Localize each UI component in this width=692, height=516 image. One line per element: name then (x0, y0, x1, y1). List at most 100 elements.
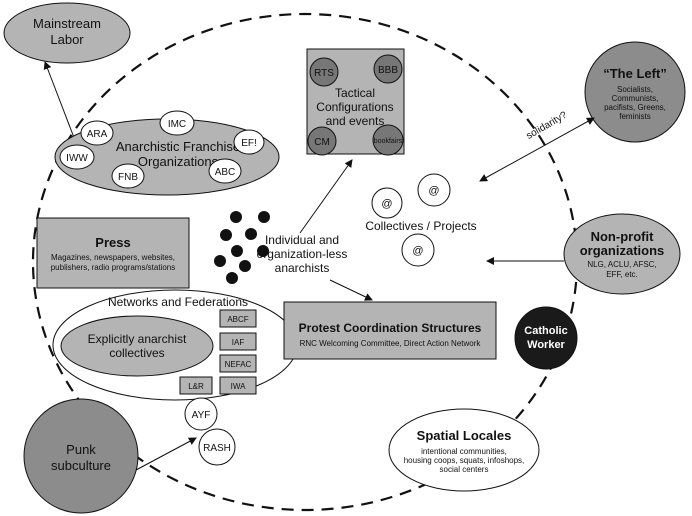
individual-label-1: Individual and (265, 233, 339, 247)
franchise-group: Anarchistic Franchise Organizations ARA … (54, 110, 280, 196)
tactical-item-rts: RTS (314, 68, 334, 79)
explicit-collectives-line1: Explicitly anarchist (88, 332, 187, 346)
press-sub-1: Magazines, newspapers, websites, (51, 253, 175, 262)
individual-dot (257, 245, 269, 257)
non-profit-title-2: organizations (580, 243, 665, 258)
the-left-sub-1: Socialists, (617, 85, 653, 94)
tactical-item-bookfairs-circle (372, 124, 404, 156)
protest-title: Protest Coordination Structures (299, 321, 482, 335)
the-left-sub-3: pacifists, Greens, (604, 103, 666, 112)
tactical-title-line3: and events (326, 114, 385, 128)
tactical-item-cm-circle (307, 126, 337, 156)
franchise-title-line1: Anarchistic Franchise (116, 139, 240, 154)
tactical-item-bookfairs: bookfairs (374, 138, 403, 145)
non-profit-title-1: Non-profit (591, 229, 654, 244)
solidarity-arrow (479, 117, 595, 182)
tactical-group: RTS BBB Tactical Configurations and even… (306, 48, 405, 156)
franchise-item-iww: IWW (59, 144, 95, 170)
punk-line2: subculture (51, 458, 111, 473)
tactical-item-cm: CM (314, 137, 330, 148)
collectives-label: Collectives / Projects (365, 219, 476, 233)
franchise-item-ef-label: EF! (241, 138, 257, 149)
network-item-abcf-label: ABCF (227, 315, 248, 324)
catholic-worker-node: Catholic Worker (514, 306, 578, 370)
collective-symbol-1: @ (381, 198, 392, 210)
network-item-iwa: IWA (219, 376, 257, 395)
youth-item-rash: RASH (198, 428, 236, 466)
franchise-item-abc: ABC (208, 158, 242, 184)
franchise-title-line2: Organizations (138, 154, 219, 169)
mainstream-labor-line2: Labor (50, 32, 84, 47)
individual-label-3: anarchists (275, 261, 330, 275)
individual-dot (214, 255, 226, 267)
collective-circle-3 (401, 233, 435, 267)
franchise-item-imc: IMC (159, 110, 195, 136)
collective-circle-2 (417, 173, 451, 207)
franchise-item-ef: EF! (233, 129, 265, 155)
mainstream-labor-line1: Mainstream (33, 16, 101, 31)
spatial-locales-sub-2: housing coops, squats, infoshops, (404, 456, 525, 465)
tactical-item-rts-circle (309, 57, 339, 87)
youth-item-rash-label: RASH (203, 443, 231, 454)
spatial-locales-sub-1: intentional communities, (421, 447, 507, 456)
franchise-item-abc-label: ABC (215, 167, 236, 178)
non-profit-node: Non-profit organizations NLG, ACLU, AFSC… (563, 213, 681, 295)
explicit-collectives-line2: collectives (109, 346, 164, 360)
labor-iww-arrow (43, 61, 80, 149)
network-item-lr: L&R (179, 376, 213, 395)
punk-node: Punk subculture (23, 398, 139, 514)
protest-sub: RNC Welcoming Committee, Direct Action N… (300, 339, 482, 348)
non-profit-sub-2: EFF, etc. (606, 270, 638, 279)
press-box: Press Magazines, newspapers, websites, p… (36, 217, 190, 289)
franchise-item-fnb-label: FNB (118, 172, 138, 183)
network-item-nefac-label: NEFAC (225, 360, 252, 369)
the-left-sub-4: feminists (619, 112, 651, 121)
franchise-item-ara-label: ARA (87, 129, 108, 140)
network-item-iaf: IAF (219, 332, 257, 351)
individual-dot (226, 272, 238, 284)
punk-line1: Punk (66, 442, 96, 457)
individual-dot (245, 228, 257, 240)
catholic-worker-line2: Worker (527, 339, 565, 351)
franchise-item-ara: ARA (80, 120, 114, 146)
the-left-title: “The Left” (603, 66, 667, 81)
youth-item-ayf: AYF (184, 397, 218, 431)
tactical-title-line2: Configurations (316, 100, 393, 114)
collective-symbol-3: @ (412, 245, 423, 257)
individual-label-2: organization-less (257, 247, 348, 261)
network-item-iwa-label: IWA (231, 382, 246, 391)
franchise-item-imc-label: IMC (168, 119, 186, 130)
collective-circle-1 (371, 187, 403, 219)
networks-title: Networks and Federations (108, 295, 248, 309)
individual-dot (258, 211, 270, 223)
youth-item-ayf-label: AYF (192, 410, 211, 421)
franchise-item-iww-label: IWW (66, 153, 88, 164)
individual-dots (214, 211, 270, 284)
punk-arrow (135, 437, 197, 471)
catholic-worker-line1: Catholic (524, 325, 567, 337)
network-item-lr-label: L&R (188, 382, 204, 391)
individual-dot (239, 260, 251, 272)
the-left-node: “The Left” Socialists, Communists, pacif… (584, 41, 686, 143)
individual-protest-arrow (329, 279, 373, 301)
tactical-title-line1: Tactical (335, 86, 375, 100)
individual-tactical-arrow (299, 159, 353, 234)
collective-symbol-2: @ (428, 185, 439, 197)
spatial-locales-sub-3: social centers (440, 465, 489, 474)
spatial-locales-node: Spatial Locales intentional communities,… (388, 408, 540, 492)
press-title: Press (95, 235, 130, 250)
network-item-iaf-label: IAF (232, 338, 245, 347)
protest-box: Protest Coordination Structures RNC Welc… (283, 301, 497, 360)
explicit-collectives-ellipse (60, 315, 214, 377)
press-sub-2: publishers, radio programs/stations (51, 263, 176, 272)
mainstream-labor-node: Mainstream Labor (3, 2, 131, 64)
networks-group: Networks and Federations Explicitly anar… (52, 289, 298, 401)
network-item-abcf: ABCF (219, 309, 257, 328)
individual-dot (230, 211, 242, 223)
network-item-nefac: NEFAC (219, 354, 257, 373)
tactical-item-bbb: BBB (378, 65, 398, 76)
collectives-group: @ @ @ Collectives / Projects (365, 173, 477, 267)
tactical-item-bbb-circle (373, 54, 403, 84)
franchise-item-fnb: FNB (111, 163, 145, 189)
